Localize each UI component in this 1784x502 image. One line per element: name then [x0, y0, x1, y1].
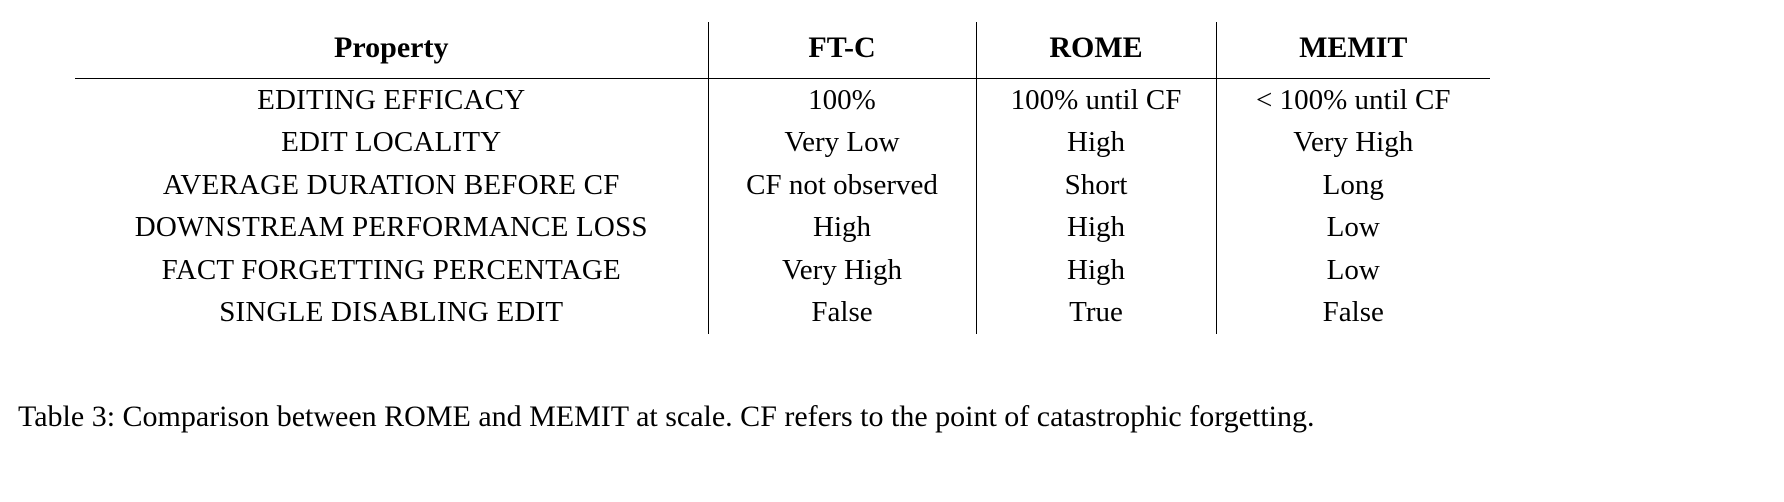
cell-property: DOWNSTREAM PERFORMANCE LOSS	[134, 211, 648, 244]
cell-ftc: Very High	[707, 249, 976, 292]
cell-rome: High	[975, 206, 1216, 249]
cell-rome: True	[975, 291, 1216, 334]
column-header-property: Property	[75, 22, 708, 79]
table-row: FACT FORGETTING PERCENTAGE Very High Hig…	[75, 249, 1490, 292]
column-header-memit: MEMIT	[1215, 22, 1490, 79]
cell-ftc: Very Low	[707, 121, 976, 164]
cell-memit: Very High	[1215, 121, 1490, 164]
cell-rome: 100% until CF	[975, 78, 1216, 122]
table-row: AVERAGE DURATION BEFORE CF CF not observ…	[75, 164, 1490, 207]
cell-rome: High	[975, 249, 1216, 292]
cell-property: FACT FORGETTING PERCENTAGE	[161, 253, 621, 286]
comparison-table-container: Property FT-C ROME MEMIT EDITING EFFICAC…	[75, 22, 1490, 334]
cell-memit: False	[1215, 291, 1490, 334]
cell-rome: Short	[975, 164, 1216, 207]
table-header-row: Property FT-C ROME MEMIT	[75, 22, 1490, 79]
cell-memit: Low	[1215, 206, 1490, 249]
table-row: EDIT LOCALITY Very Low High Very High	[75, 121, 1490, 164]
column-header-rome: ROME	[975, 22, 1216, 79]
table-row: EDITING EFFICACY 100% 100% until CF < 10…	[75, 78, 1490, 122]
cell-memit: Long	[1215, 164, 1490, 207]
cell-ftc: 100%	[707, 78, 976, 122]
cell-memit: Low	[1215, 249, 1490, 292]
column-header-ftc: FT-C	[707, 22, 976, 79]
table-caption: Table 3: Comparison between ROME and MEM…	[18, 400, 1315, 433]
table-row: DOWNSTREAM PERFORMANCE LOSS High High Lo…	[75, 206, 1490, 249]
cell-ftc: High	[707, 206, 976, 249]
cell-property: EDITING EFFICACY	[257, 83, 526, 116]
cell-ftc: False	[707, 291, 976, 334]
comparison-table: Property FT-C ROME MEMIT EDITING EFFICAC…	[75, 22, 1490, 334]
cell-ftc: CF not observed	[707, 164, 976, 207]
table-header: Property FT-C ROME MEMIT	[75, 22, 1490, 79]
cell-property: EDIT LOCALITY	[281, 126, 502, 159]
table-body: EDITING EFFICACY 100% 100% until CF < 10…	[75, 78, 1490, 334]
cell-rome: High	[975, 121, 1216, 164]
table-row: SINGLE DISABLING EDIT False True False	[75, 291, 1490, 334]
cell-property: SINGLE DISABLING EDIT	[219, 296, 564, 329]
cell-memit: < 100% until CF	[1215, 78, 1490, 122]
cell-property: AVERAGE DURATION BEFORE CF	[162, 168, 620, 201]
